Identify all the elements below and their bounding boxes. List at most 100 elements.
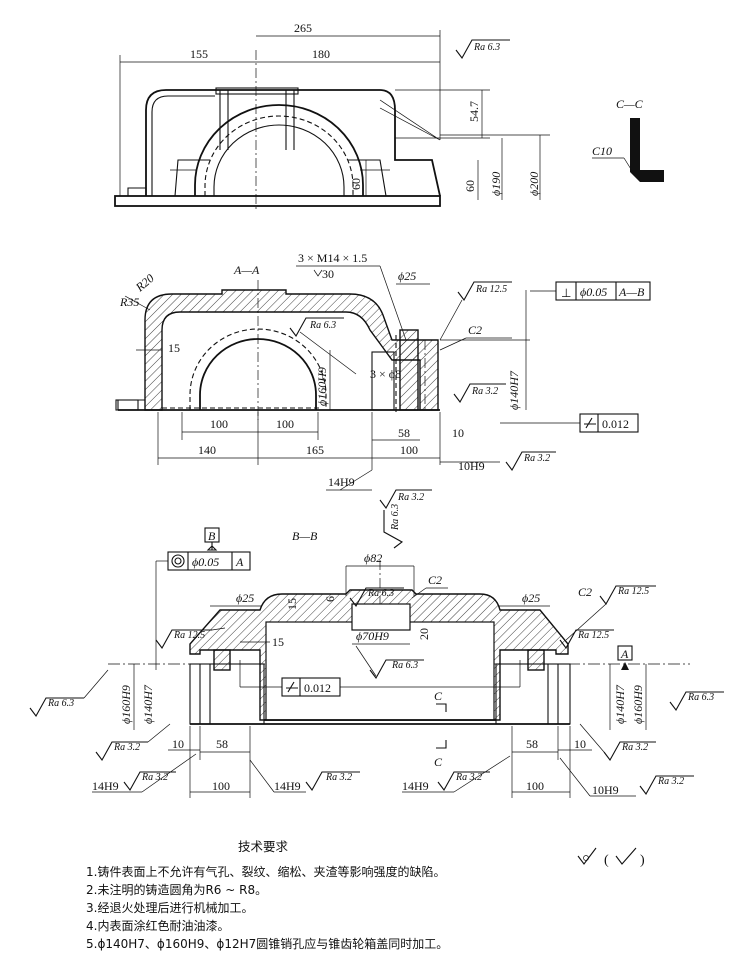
- dim-6: 6: [323, 596, 337, 602]
- ra-h14-l2: Ra 3.2: [325, 772, 352, 783]
- dim-54-7: 54.7: [467, 101, 481, 122]
- svg-text:): ): [640, 853, 645, 868]
- datum-a: A: [620, 647, 629, 661]
- chamfer-c2-aa: C2: [468, 323, 482, 337]
- cyl-value-bb: 0.012: [304, 681, 331, 695]
- dim-20: 20: [417, 628, 431, 640]
- thread-depth: 30: [322, 267, 334, 281]
- perp-datum: A—B: [618, 285, 645, 299]
- ra-10h9-aa: Ra 3.2: [523, 453, 550, 464]
- datum-b: B: [208, 529, 216, 543]
- section-aa-label: A—A: [233, 263, 260, 277]
- dim-phi160-aa: ϕ160H9: [315, 367, 329, 406]
- note-item-4: 4.内表面涂红色耐油油漆。: [86, 919, 230, 933]
- phi82: ϕ82: [364, 551, 382, 565]
- holes-3x8: 3 × ϕ8: [370, 367, 401, 381]
- thread-callout: 3 × M14 × 1.5: [298, 251, 367, 265]
- section-mark-c-upper: C: [434, 689, 443, 703]
- dim-bb-r100: 100: [526, 779, 544, 793]
- top-view-body: [145, 89, 441, 197]
- section-aa-wall: [144, 289, 439, 411]
- hole-10h9-aa: 10H9: [458, 459, 485, 473]
- note-item-2: 2.未注明的铸造圆角为R6 ~ R8。: [86, 883, 268, 897]
- section-cc-profile: [630, 118, 664, 182]
- hole-14h9-aa: 14H9: [328, 475, 355, 489]
- hole-14h9-l1: 14H9: [92, 779, 119, 793]
- hole-14h9-r: 14H9: [402, 779, 429, 793]
- datum-a-box: [617, 645, 633, 661]
- dim-155: 155: [190, 47, 208, 61]
- dim-265: 265: [294, 21, 312, 35]
- ra-6-3-mid: Ra 6.3: [391, 660, 418, 671]
- section-cc: C—C C10: [592, 97, 664, 182]
- technical-requirements: 技术要求 1.铸件表面上不允许有气孔、裂纹、缩松、夹渣等影响强度的缺陷。 2.未…: [86, 836, 646, 953]
- radius-r20: R20: [132, 271, 157, 295]
- radius-r35: R35: [119, 295, 139, 309]
- ra-6-3-right: Ra 6.3: [687, 692, 714, 703]
- dim-aa-10: 10: [452, 426, 464, 440]
- ra-6-3-left: Ra 6.3: [47, 698, 74, 709]
- dim-bb-r10: 10: [574, 737, 586, 751]
- perp-value: ϕ0.05: [580, 285, 607, 299]
- dim-60-left: 60: [349, 178, 363, 190]
- svg-text:(: (: [604, 853, 609, 868]
- ra-6-3-aa: Ra 6.3: [309, 320, 336, 331]
- phi25-aa: ϕ25: [398, 269, 416, 283]
- ra-12-5-right: Ra 12.5: [617, 586, 649, 597]
- dim-180: 180: [312, 47, 330, 61]
- section-bb-label: B—B: [292, 529, 318, 543]
- dim-15b: 15: [272, 635, 284, 649]
- dim-phi140-aa: ϕ140H7: [507, 370, 521, 410]
- section-bb: B—B B ϕ0.05 A A: [29, 527, 724, 798]
- note-item-1: 1.铸件表面上不允许有气孔、裂纹、缩松、夹渣等影响强度的缺陷。: [86, 865, 446, 879]
- phi70h9: ϕ70H9: [356, 629, 389, 643]
- dim-bb-l10: 10: [172, 737, 184, 751]
- dim-phi160-left: ϕ160H9: [119, 685, 133, 724]
- chamfer-c2-top: C2: [428, 573, 442, 587]
- ra-6-3-vertical: Ra 6.3: [390, 504, 401, 531]
- hole-10h9-r: 10H9: [592, 783, 619, 797]
- section-cc-label: C—C: [616, 97, 644, 111]
- dim-bb-l58: 58: [216, 737, 228, 751]
- dim-phi140-right: ϕ140H7: [613, 684, 627, 724]
- ra-top-view: Ra 6.3: [473, 42, 500, 53]
- top-view-base: [114, 195, 441, 207]
- dim-aa-165: 165: [306, 443, 324, 457]
- ra-h14-l1: Ra 3.2: [141, 772, 168, 783]
- dim-aa-100a: 100: [210, 417, 228, 431]
- dim-aa-140: 140: [198, 443, 216, 457]
- ra-h10-r: Ra 3.2: [657, 776, 684, 787]
- hole-14h9-l2: 14H9: [274, 779, 301, 793]
- general-roughness-symbol: ( ): [574, 844, 664, 872]
- ra-h14-r: Ra 3.2: [455, 772, 482, 783]
- dim-phi190: ϕ190: [489, 172, 503, 196]
- chamfer-c10: C10: [592, 144, 612, 158]
- dim-phi140-left: ϕ140H7: [141, 684, 155, 724]
- dim-bb-l100: 100: [212, 779, 230, 793]
- coax-datum: A: [235, 555, 244, 569]
- dim-phi200: ϕ200: [527, 172, 541, 196]
- note-item-5: 5.ϕ140H7、ϕ160H9、ϕ12H7圆锥销孔应与锥齿轮箱盖同时加工。: [86, 937, 449, 951]
- phi25-right: ϕ25: [522, 591, 540, 605]
- dim-15a: 15: [285, 598, 299, 610]
- ra-12-5-aa: Ra 12.5: [475, 284, 507, 295]
- ra-12-5-r2: Ra 12.5: [577, 630, 609, 641]
- dim-60-right: 60: [463, 180, 477, 192]
- phi25-left: ϕ25: [236, 591, 254, 605]
- ra-12-5-left: Ra 12.5: [173, 630, 205, 641]
- ra-6-3-bb-top: Ra 6.3: [367, 588, 394, 599]
- top-view: 265 155 180 Ra 6.3 54.7 60 60 ϕ190 ϕ200: [114, 21, 550, 210]
- chamfer-c2-right: C2: [578, 585, 592, 599]
- cyl-value-aa: 0.012: [602, 417, 629, 431]
- ra-3-2-left: Ra 3.2: [113, 742, 140, 753]
- ra-14h9-aa: Ra 3.2: [397, 492, 424, 503]
- notes-title: 技术要求: [238, 839, 289, 854]
- ra-3-2-right: Ra 3.2: [621, 742, 648, 753]
- note-item-3: 3.经退火处理后进行机械加工。: [86, 901, 254, 915]
- dim-aa-58: 58: [398, 426, 410, 440]
- section-mark-c-lower: C: [434, 755, 443, 769]
- dim-wall-15: 15: [168, 341, 180, 355]
- dim-bb-r58: 58: [526, 737, 538, 751]
